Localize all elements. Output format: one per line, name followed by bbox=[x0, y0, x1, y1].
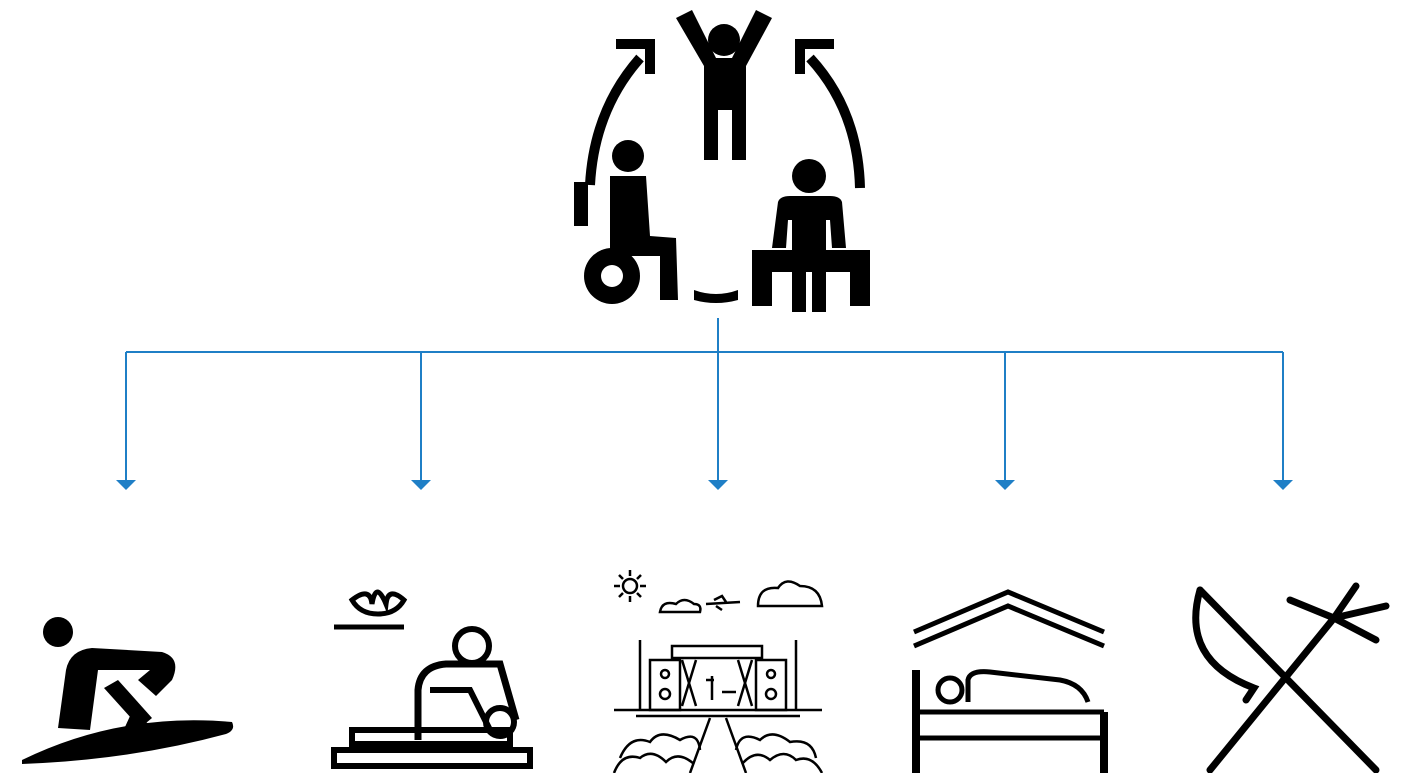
arrowhead-4 bbox=[995, 480, 1015, 490]
inclusive-people-cycle-icon bbox=[574, 10, 870, 312]
accommodation-bed-icon bbox=[912, 589, 1108, 773]
massage-wellness-icon bbox=[331, 589, 533, 769]
restaurant-knife-fork-icon bbox=[1192, 582, 1390, 773]
arrowhead-3 bbox=[708, 480, 728, 490]
arrowhead-5 bbox=[1273, 480, 1293, 490]
cycle-arrows bbox=[585, 39, 865, 189]
connector-lines bbox=[125, 318, 1284, 480]
connector-arrowheads bbox=[116, 480, 1293, 490]
arrowhead-1 bbox=[116, 480, 136, 490]
arrowhead-2 bbox=[411, 480, 431, 490]
surfing-icon bbox=[22, 617, 234, 764]
outdoor-festival-stage-icon bbox=[612, 570, 824, 773]
